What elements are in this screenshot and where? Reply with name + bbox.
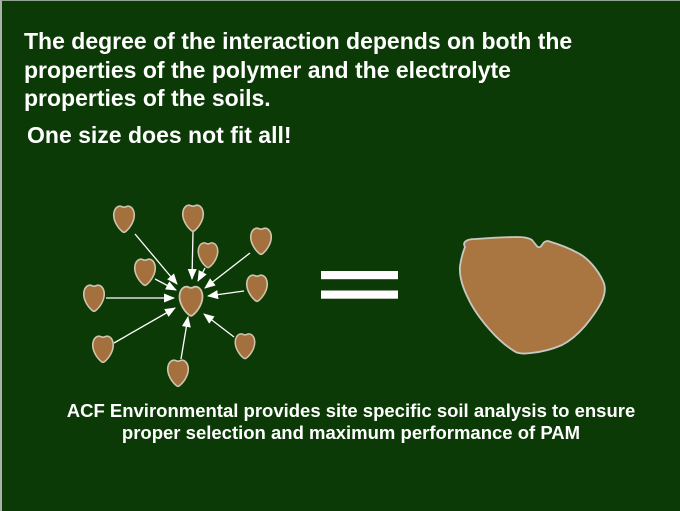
soil-particle [166, 359, 190, 388]
attraction-arrow [204, 252, 251, 289]
attraction-arrow [187, 231, 197, 280]
soil-particle [234, 333, 256, 360]
soil-particle [181, 204, 205, 233]
attraction-arrow [203, 313, 235, 338]
soil-particle [245, 274, 269, 303]
equals-bar [321, 271, 398, 280]
heading-text: The degree of the interaction depends on… [24, 28, 573, 111]
equals-bar [321, 290, 398, 299]
attraction-arrow [113, 307, 176, 344]
attraction-arrow [134, 233, 178, 285]
equals-icon [321, 271, 398, 299]
attraction-arrow [197, 267, 207, 282]
subheading-text: One size does not fit all! [27, 122, 292, 148]
attraction-arrow [180, 316, 191, 360]
soil-particle [82, 284, 106, 313]
soil-particles [82, 204, 273, 388]
soil-clump [458, 236, 606, 355]
attraction-arrows [106, 231, 251, 360]
attraction-arrow [154, 278, 177, 291]
footer-text: ACF Environmental provides site specific… [66, 400, 636, 443]
soil-particle [91, 335, 115, 364]
soil-particle [249, 227, 273, 256]
soil-particle [133, 258, 157, 287]
soil-particle [112, 205, 136, 234]
soil-particle [197, 242, 219, 269]
attraction-arrow [207, 290, 245, 300]
center-soil-particle [178, 285, 204, 317]
